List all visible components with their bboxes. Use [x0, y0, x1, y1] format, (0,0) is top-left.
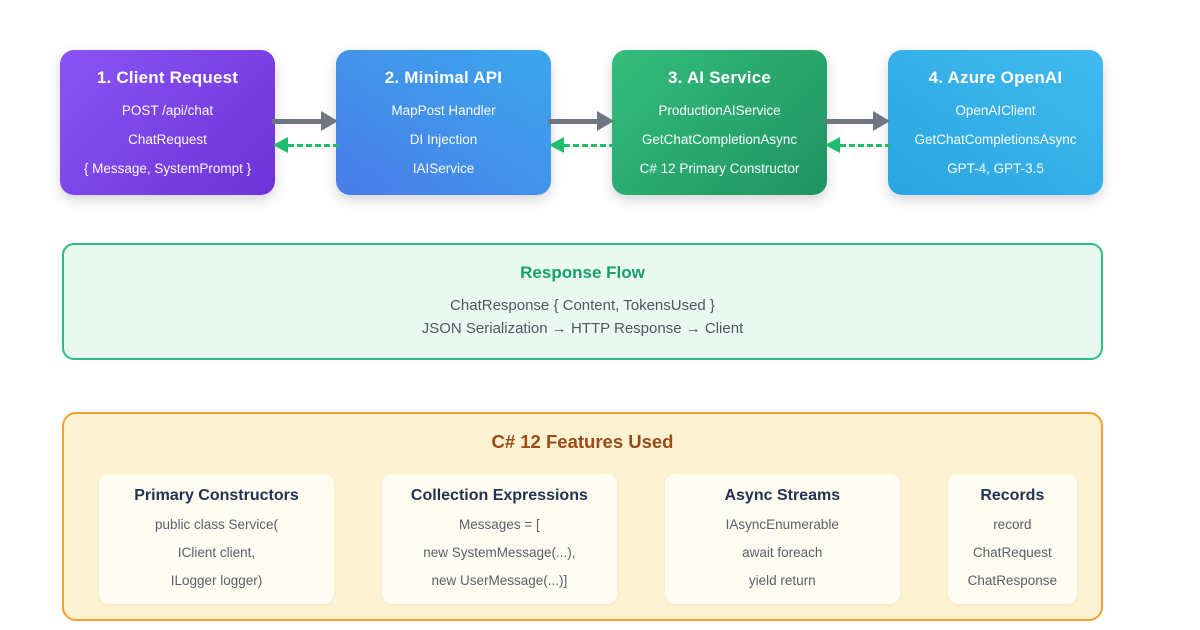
flow-box-ai-service: 3. AI Service ProductionAIService GetCha…: [612, 50, 827, 195]
feature-card-line: IClient client,: [177, 545, 256, 560]
flow-box-minimal-api: 2. Minimal API MapPost Handler DI Inject…: [336, 50, 551, 195]
flow-box-line: POST /api/chat: [121, 103, 214, 118]
feature-card-title: Records: [980, 487, 1045, 504]
flow-box-line: IAIService: [412, 161, 475, 176]
feature-card-line: await foreach: [742, 545, 823, 560]
feature-card-line: ChatResponse: [967, 573, 1057, 588]
flow-box-line: ChatRequest: [128, 132, 207, 147]
flow-box-title: 3. AI Service: [667, 68, 772, 87]
feature-card-line: Messages = [: [459, 517, 540, 532]
response-flow-line: ChatResponse { Content, TokensUsed }: [450, 297, 715, 314]
response-arrow-line: [840, 143, 891, 147]
request-arrow-icon: [272, 111, 338, 131]
flow-box-client-request: 1. Client Request POST /api/chat ChatReq…: [60, 50, 275, 195]
feature-card-line: new SystemMessage(...),: [423, 545, 576, 560]
flow-box-line: MapPost Handler: [391, 103, 496, 118]
request-arrow-line: [824, 118, 873, 124]
response-arrow-head: [549, 137, 564, 153]
request-arrow-icon: [824, 111, 890, 131]
connector-2: [548, 50, 615, 195]
flow-box-line: GPT-4, GPT-3.5: [947, 161, 1044, 176]
request-arrow-line: [548, 118, 597, 124]
feature-card-async-streams: Async Streams IAsyncEnumerable await for…: [664, 474, 900, 604]
flow-box-line: DI Injection: [409, 132, 478, 147]
flow-box-line: C# 12 Primary Constructor: [639, 161, 800, 176]
response-arrow-line: [564, 143, 615, 147]
feature-card-line: record: [993, 517, 1032, 532]
flow-box-azure-openai: 4. Azure OpenAI OpenAIClient GetChatComp…: [888, 50, 1103, 195]
connector-1: [272, 50, 339, 195]
request-flow-row: 1. Client Request POST /api/chat ChatReq…: [60, 50, 1103, 195]
flow-box-title: 1. Client Request: [96, 68, 239, 87]
feature-card-title: Primary Constructors: [134, 487, 299, 504]
flow-box-title: 4. Azure OpenAI: [928, 68, 1063, 87]
csharp-features-panel: C# 12 Features Used Primary Constructors…: [62, 412, 1103, 621]
response-arrow-line: [288, 143, 339, 147]
flow-box-title: 2. Minimal API: [384, 68, 503, 87]
feature-card-line: ILogger logger): [170, 573, 263, 588]
feature-card-line: yield return: [748, 573, 816, 588]
response-arrow-head: [825, 137, 840, 153]
response-flow-line: JSON Serialization → HTTP Response → Cli…: [421, 320, 744, 337]
request-arrow-head: [597, 111, 614, 131]
response-arrow-icon: [825, 137, 891, 153]
feature-cards-row: Primary Constructors public class Servic…: [99, 474, 1077, 604]
feature-card-collection-expressions: Collection Expressions Messages = [ new …: [381, 474, 617, 604]
response-flow-body: ChatResponse { Content, TokensUsed } JSO…: [64, 294, 1101, 340]
connector-3: [824, 50, 891, 195]
flow-box-line: ProductionAIService: [658, 103, 781, 118]
response-arrow-icon: [273, 137, 339, 153]
flow-box-line: OpenAIClient: [955, 103, 1036, 118]
feature-card-line: new UserMessage(...)]: [431, 573, 568, 588]
feature-card-title: Async Streams: [724, 487, 841, 504]
feature-card-primary-constructors: Primary Constructors public class Servic…: [99, 474, 334, 604]
csharp-features-title: C# 12 Features Used: [491, 431, 674, 452]
flow-box-line: GetChatCompletionAsync: [641, 132, 798, 147]
flow-box-line: { Message, SystemPrompt }: [83, 161, 252, 176]
request-arrow-icon: [548, 111, 614, 131]
response-flow-panel: Response Flow ChatResponse { Content, To…: [62, 243, 1103, 360]
response-flow-title: Response Flow: [520, 263, 645, 282]
request-arrow-head: [321, 111, 338, 131]
response-arrow-head: [273, 137, 288, 153]
response-arrow-icon: [549, 137, 615, 153]
feature-card-line: public class Service(: [154, 517, 279, 532]
feature-card-line: IAsyncEnumerable: [725, 517, 839, 532]
flow-box-line: GetChatCompletionsAsync: [914, 132, 1077, 147]
request-arrow-head: [873, 111, 890, 131]
request-arrow-line: [272, 118, 321, 124]
feature-card-records: Records record ChatRequest ChatResponse: [947, 474, 1077, 604]
feature-card-title: Collection Expressions: [410, 487, 588, 504]
feature-card-line: ChatRequest: [972, 545, 1052, 560]
